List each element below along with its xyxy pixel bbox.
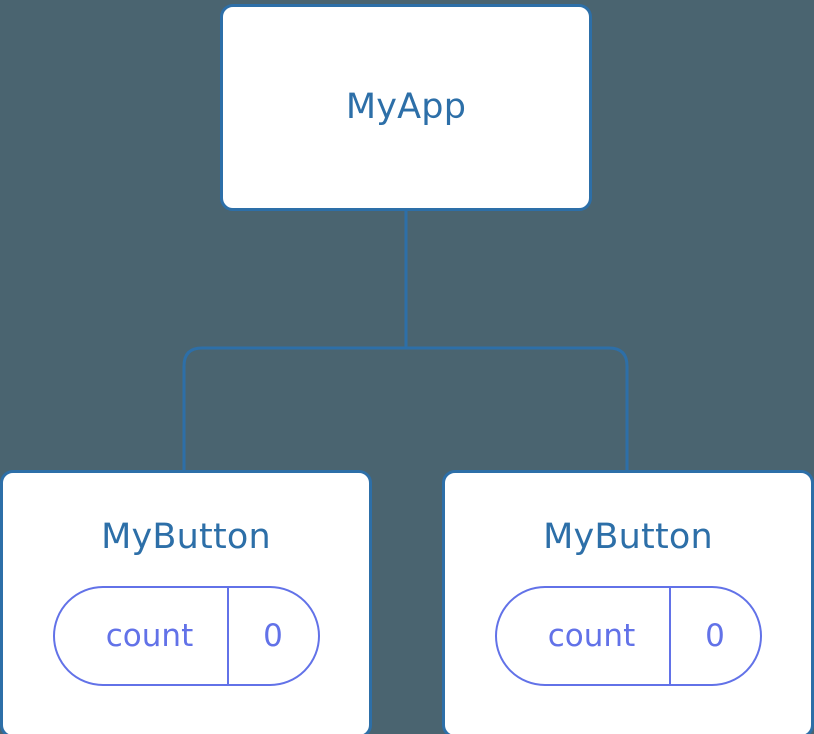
node-mybutton-1[interactable]: MyButton count 0 — [442, 470, 814, 734]
edge-to-mybutton-1 — [406, 346, 629, 472]
state-value: 0 — [226, 588, 318, 684]
state-key: count — [105, 617, 194, 654]
node-title: MyButton — [543, 517, 713, 557]
state-pill-count[interactable]: count 0 — [494, 586, 762, 686]
node-myapp[interactable]: MyApp — [220, 4, 592, 211]
node-title: MyApp — [345, 87, 467, 127]
state-value: 0 — [668, 588, 760, 684]
edge-to-mybutton-0 — [182, 346, 406, 472]
state-key: count — [547, 617, 636, 654]
node-mybutton-0[interactable]: MyButton count 0 — [0, 470, 372, 734]
node-title: MyButton — [101, 517, 271, 557]
state-pill-count[interactable]: count 0 — [52, 586, 320, 686]
